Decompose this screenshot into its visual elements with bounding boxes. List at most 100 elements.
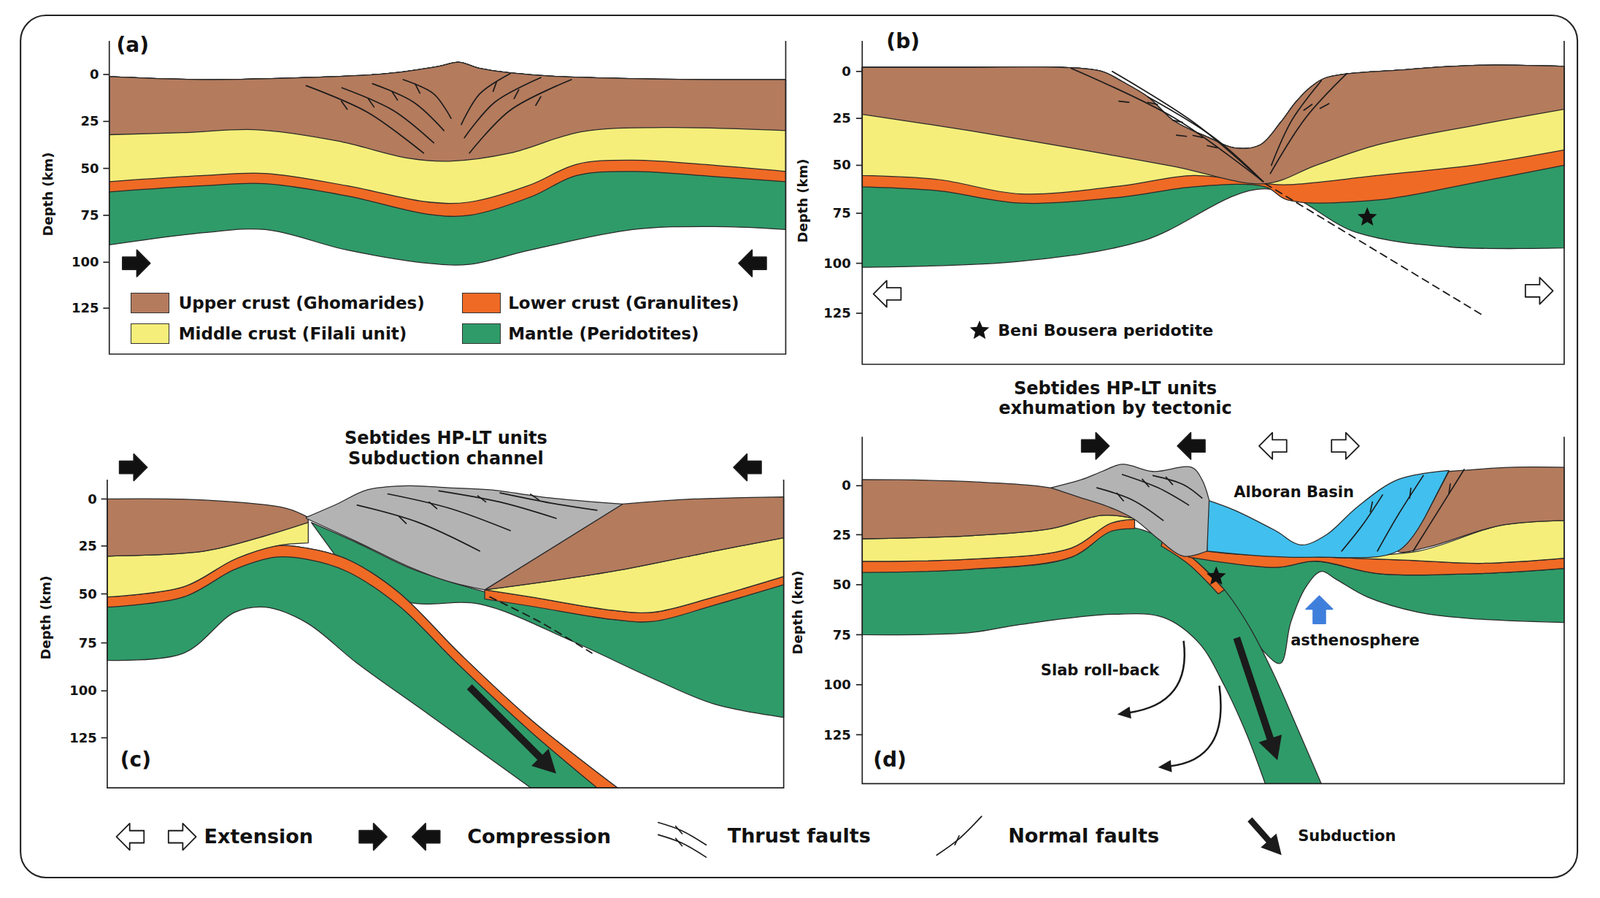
thrust-fault [372,83,444,131]
thrust-fault [1097,487,1164,521]
fault-arrow [1118,101,1130,103]
fault-arrow [530,494,539,500]
normal-fault [1112,71,1264,182]
panel-frame [862,436,1565,784]
axis-tick [102,73,109,76]
mantle-layer [109,62,787,265]
axis-title: Depth (km) [790,570,806,655]
subduction-arrow [469,686,544,761]
axis-tick [856,164,863,167]
fault-arrow [1448,483,1451,495]
thrust-fault [387,494,511,531]
extension-sample [168,823,197,850]
axis-tick [856,634,863,636]
fault-arrow [493,81,498,92]
thrust-fault [438,490,557,519]
normal-fault [1148,97,1264,182]
legend-label: Extension [204,825,314,849]
axis-tick [856,212,863,214]
thrust-fault [461,73,511,125]
fault-arrow [535,96,541,106]
depth-tick: 75 [832,627,852,643]
normal-fault [1341,494,1383,552]
depth-tick: 100 [71,254,100,271]
dashed-line [489,597,592,654]
normal-sample [936,816,982,855]
depth-tick: 0 [87,491,98,507]
panel-b [856,40,1565,365]
fault-arrow [1319,103,1329,109]
panel-c [101,454,784,788]
axis-tick [856,262,863,265]
legend-label: Thrust faults [727,824,871,847]
depth-tick: 0 [841,64,852,80]
axis-tick [101,737,108,739]
legend-label: Lower crust (Granulites) [508,293,739,313]
thrust-fault [469,79,572,154]
depth-tick: 100 [823,255,852,271]
depth-tick: 25 [832,110,852,127]
thrust-fault [341,87,434,143]
legend-samples [116,816,1282,857]
upper-crust-layer [107,498,309,556]
depth-tick: 75 [81,208,100,224]
thrust-fault [464,77,541,138]
axis-tick [101,689,108,692]
axis-tick [856,534,863,536]
legend-swatch [130,292,170,314]
fault-arrow [675,837,683,846]
depth-tick: 0 [89,67,100,83]
panel-letter: (a) [116,32,149,57]
legend-swatch [462,292,501,314]
axis-tick [102,167,109,170]
depth-tick: 125 [71,300,100,317]
compression-arrow [122,249,151,276]
panel-title: Sebtides HP-LT units Subduction channel [307,429,585,470]
extension-arrow [1259,432,1287,460]
thrust-sample [658,822,707,846]
fault-arrow [513,89,519,99]
compression-arrow [733,454,762,481]
depth-tick: 0 [841,478,852,494]
mantle-layer [862,64,1565,268]
axis-tick [102,120,109,122]
rollback-arrow [1168,685,1221,766]
legend-label: Beni Bousera peridotite [997,321,1214,340]
peridotite-star [1357,207,1378,226]
panel-letter: (b) [886,29,920,54]
basin-fill [1207,470,1449,558]
axis-tick [856,683,863,686]
axis-tick [856,117,863,119]
axis-tick [101,642,108,644]
outer-border [20,15,1578,878]
extension-arrow [1525,277,1554,304]
axis-tick [856,583,863,586]
middle-crust-layer [109,62,787,203]
extension-arrow [1331,432,1360,460]
fault-arrow [399,516,407,524]
normal-fault [1071,68,1264,182]
axis-tick [101,498,108,500]
callout-label: asthenosphere [1290,630,1420,649]
depth-tick: 50 [78,586,98,602]
depth-tick: 25 [832,527,852,543]
hp-lt-units [306,485,623,590]
upper-crust-layer [862,64,1565,184]
axis-tick [102,261,109,263]
axis-title: Depth (km) [38,575,55,660]
panel-d [856,432,1565,784]
fault-arrow [341,101,348,110]
middle-crust-layer [862,64,1565,195]
compression-sample [412,823,441,850]
panel-frame [107,479,784,788]
thrust-fault [1153,475,1203,498]
depth-tick: 50 [832,157,852,173]
fault-arrow [1207,145,1217,148]
axis-tick [856,312,863,314]
axis-tick [101,593,108,595]
extension-sample [116,823,145,850]
fault-arrow [1142,478,1149,487]
axis-title: Depth (km) [795,159,811,244]
